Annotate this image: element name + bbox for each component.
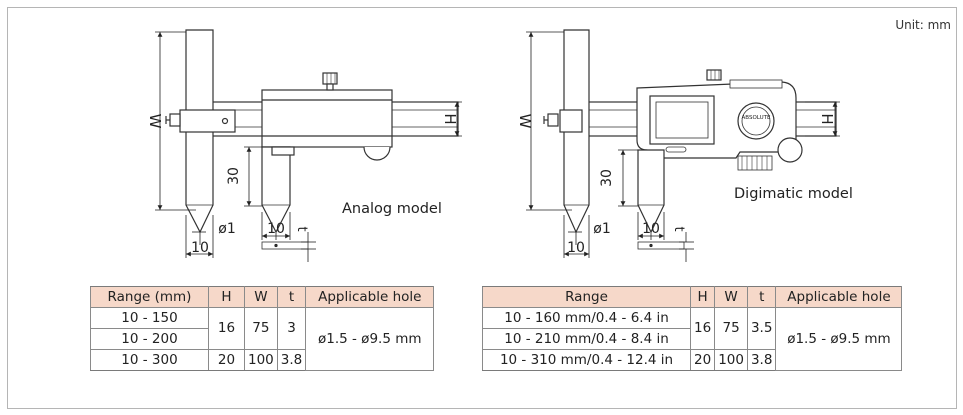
cell-range: 10 - 150 xyxy=(90,307,209,329)
analog-caliper-drawing xyxy=(165,29,459,234)
cell-w: 75 xyxy=(714,307,748,350)
analog-dim-w: W xyxy=(146,114,164,129)
cell-range: 10 - 200 xyxy=(90,328,209,350)
cell-hole: ø1.5 - ø9.5 mm xyxy=(305,307,435,371)
digimatic-dim-h: H xyxy=(818,113,836,124)
analog-dim-t: t xyxy=(294,226,309,231)
analog-dim-30: 30 xyxy=(226,167,242,185)
table-row: 10 - 210 mm/0.4 - 8.4 in xyxy=(482,328,902,350)
digimatic-dim-t: t xyxy=(671,226,686,231)
cell-hole: ø1.5 - ø9.5 mm xyxy=(775,307,903,371)
cell-w: 75 xyxy=(244,307,278,350)
digimatic-moving-jaw xyxy=(637,149,665,234)
header-t: t xyxy=(276,286,307,308)
analog-moving-jaw xyxy=(261,146,291,234)
analog-dimensions xyxy=(155,31,462,262)
header-h: H xyxy=(208,286,245,308)
header-t: t xyxy=(746,286,777,308)
header-h: H xyxy=(689,286,716,308)
cell-h: 20 xyxy=(208,349,245,371)
analog-spec-table: Range (mm) H W t Applicable hole 10 - 15… xyxy=(90,286,435,371)
digimatic-dim-10-bottom: 10 xyxy=(567,240,585,256)
header-w: W xyxy=(244,286,278,308)
cell-t: 3.5 xyxy=(746,307,777,350)
unit-label: Unit: mm xyxy=(895,18,951,32)
header-range: Range (mm) xyxy=(90,286,209,308)
digimatic-caliper-drawing xyxy=(543,29,837,234)
cell-range: 10 - 210 mm/0.4 - 8.4 in xyxy=(482,328,691,350)
cell-t: 3 xyxy=(276,307,307,350)
cell-h: 16 xyxy=(208,307,245,350)
table-row: 10 - 310 mm/0.4 - 12.4 in 20 100 3.8 xyxy=(482,349,902,371)
analog-roller xyxy=(363,146,391,161)
cell-w: 100 xyxy=(714,349,748,371)
cell-range: 10 - 160 mm/0.4 - 6.4 in xyxy=(482,307,691,329)
cell-h: 20 xyxy=(689,349,716,371)
table-row: 10 - 300 20 100 3.8 xyxy=(90,349,434,371)
analog-dim-phi: ø1 xyxy=(218,221,235,237)
table-header-row: Range H W t Applicable hole xyxy=(482,286,903,308)
digimatic-model-label: Digimatic model xyxy=(734,186,853,202)
analog-dim-10-bottom: 10 xyxy=(191,240,209,256)
table-row: 10 - 150 16 75 3 ø1.5 - ø9.5 mm xyxy=(90,307,435,371)
cell-t: 3.8 xyxy=(746,349,777,371)
digimatic-dim-30: 30 xyxy=(599,169,615,187)
header-hole: Applicable hole xyxy=(305,286,435,308)
analog-slider xyxy=(261,89,393,148)
cell-t: 3.8 xyxy=(276,349,307,371)
analog-dim-h: H xyxy=(441,113,459,124)
digimatic-roller xyxy=(777,137,803,163)
digimatic-screw xyxy=(706,69,722,81)
digimatic-dim-phi: ø1 xyxy=(593,221,610,237)
digimatic-dimensions xyxy=(526,31,840,262)
digimatic-logo-text: ABSOLUTE xyxy=(742,115,771,121)
header-w: W xyxy=(714,286,748,308)
digimatic-dim-10-jaw: 10 xyxy=(642,221,660,237)
cell-range: 10 - 300 xyxy=(90,349,209,371)
table-header-row: Range (mm) H W t Applicable hole xyxy=(90,286,435,308)
digimatic-dim-w: W xyxy=(516,114,534,129)
header-hole: Applicable hole xyxy=(775,286,903,308)
cell-h: 16 xyxy=(689,307,716,350)
analog-dim-10-jaw: 10 xyxy=(267,221,285,237)
analog-model-label: Analog model xyxy=(342,201,442,217)
cell-w: 100 xyxy=(244,349,278,371)
table-row: 10 - 160 mm/0.4 - 6.4 in 16 75 3.5 ø1.5 … xyxy=(482,307,903,371)
digimatic-spec-table: Range H W t Applicable hole 10 - 160 mm/… xyxy=(482,286,903,371)
header-range: Range xyxy=(482,286,691,308)
cell-range: 10 - 310 mm/0.4 - 12.4 in xyxy=(482,349,691,371)
